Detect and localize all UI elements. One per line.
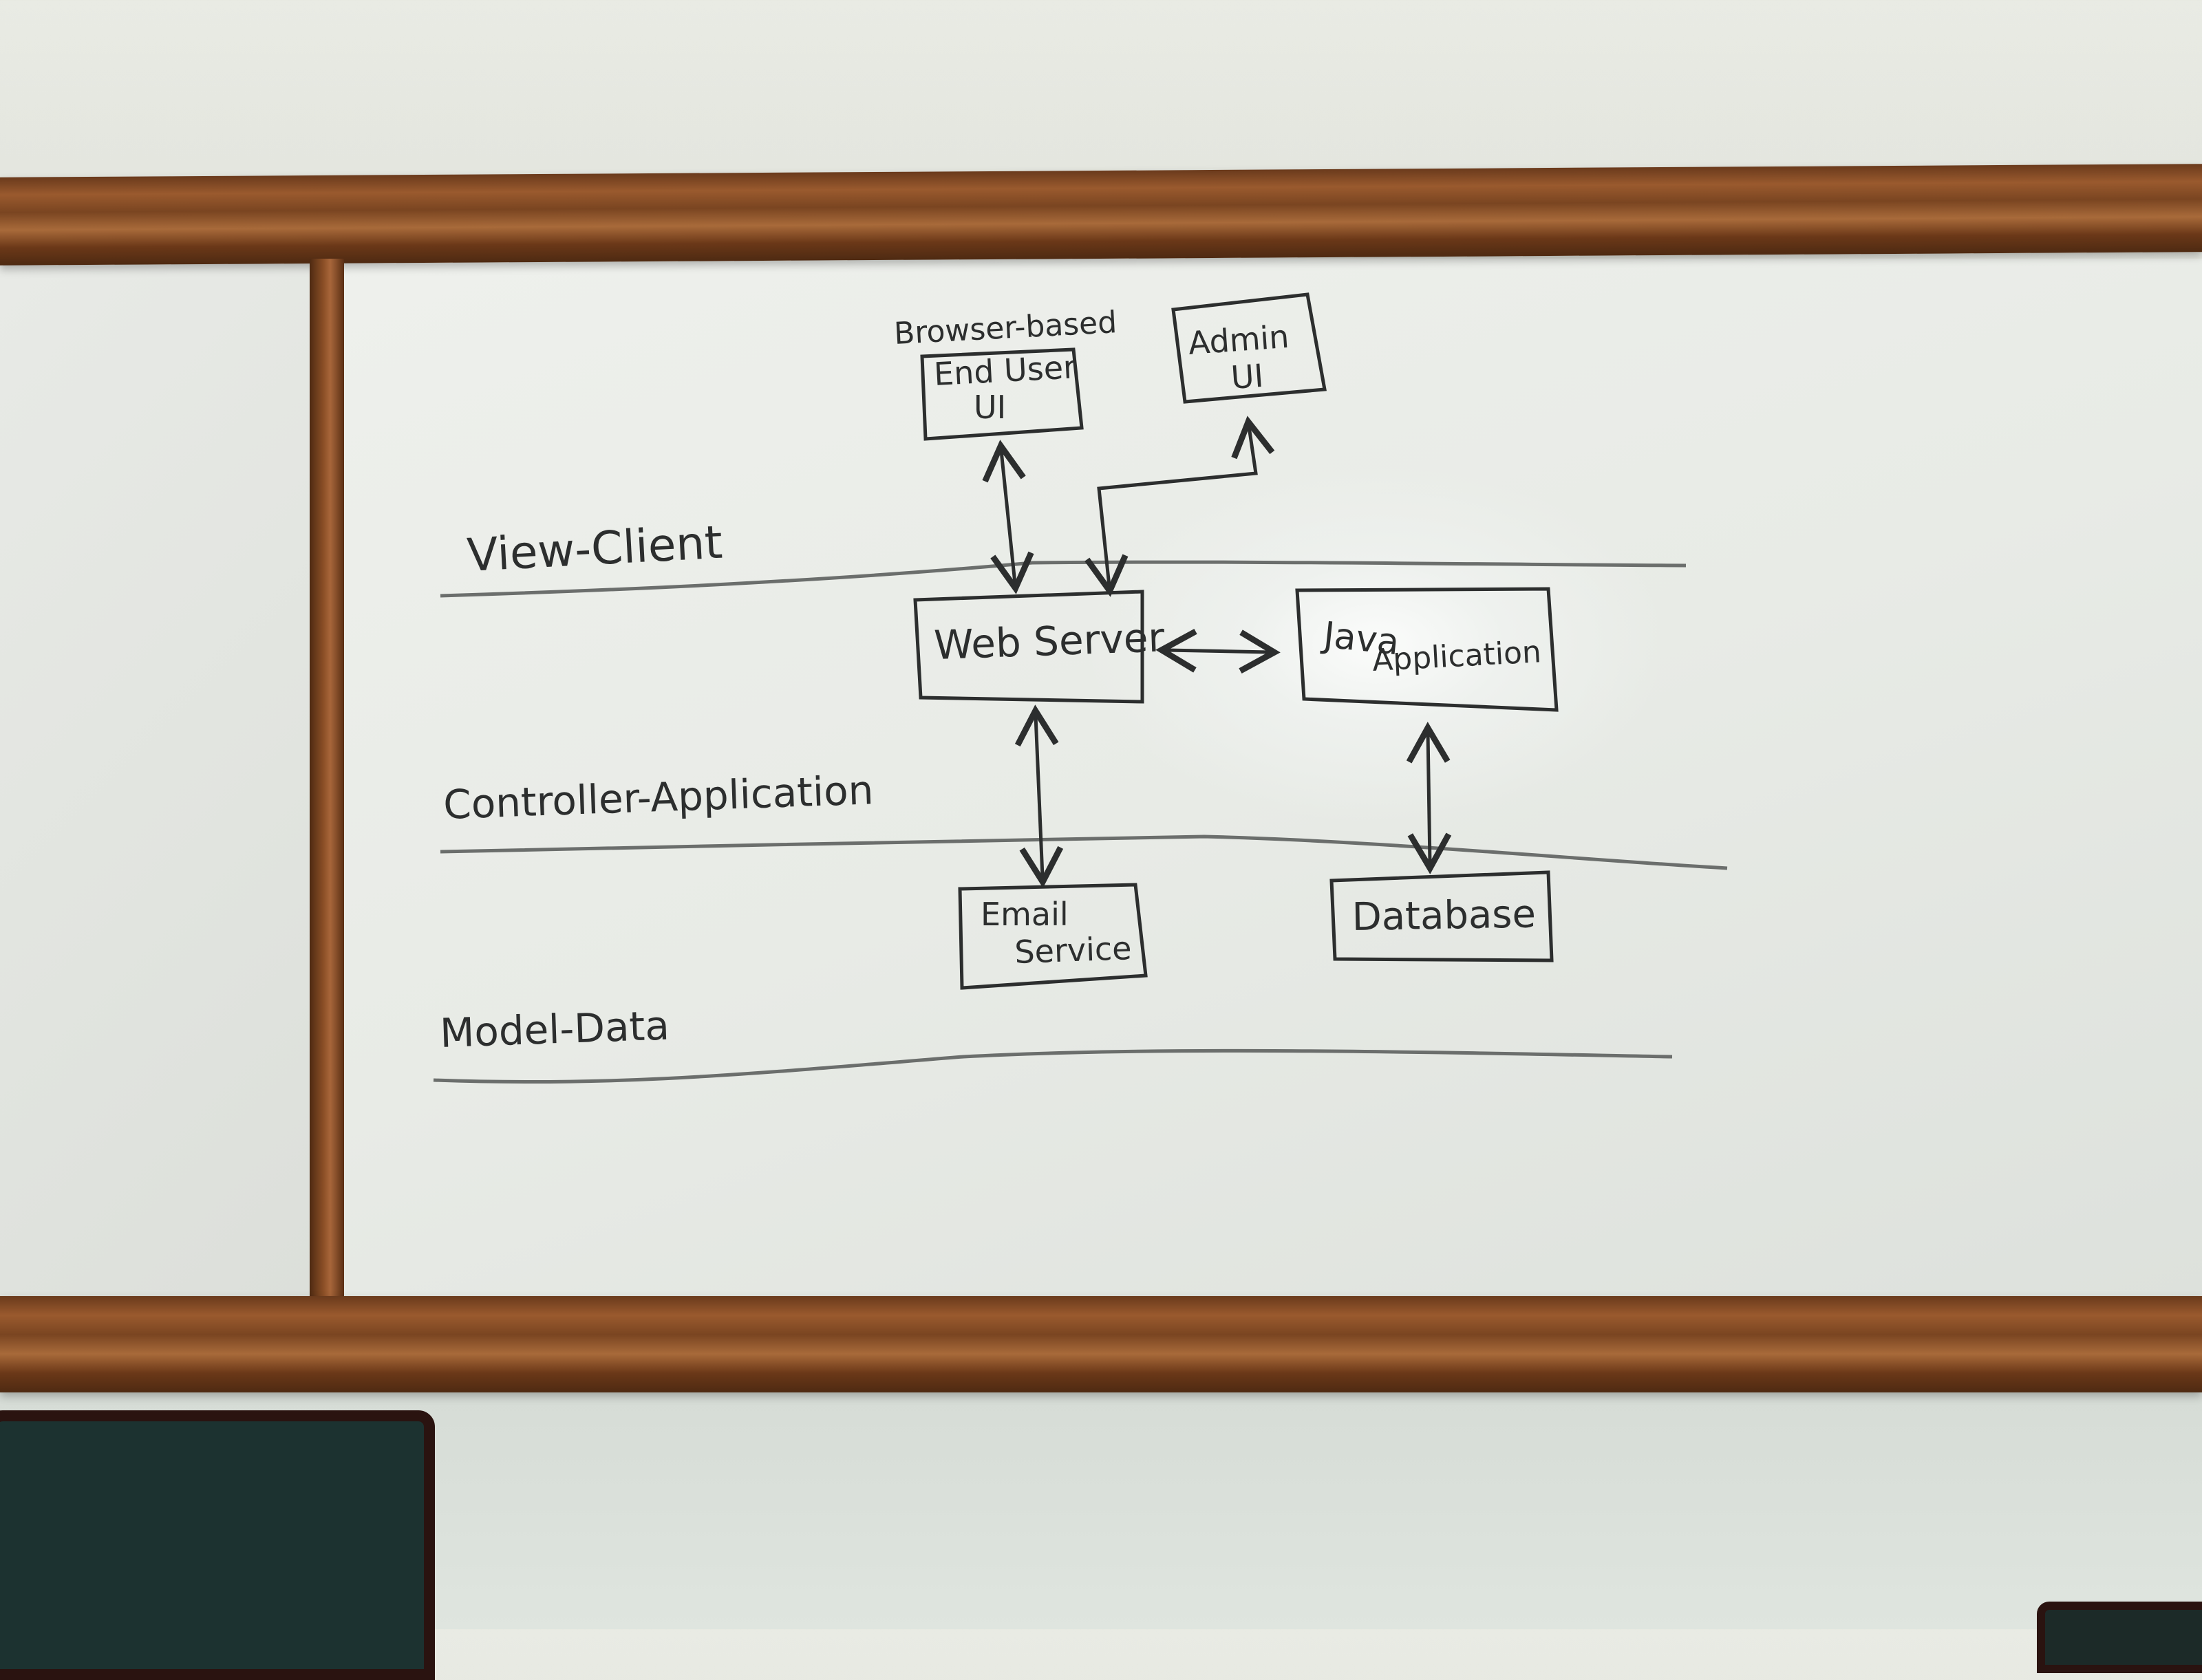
arrow-webserver-admin (1084, 416, 1275, 597)
arrow-enduser-webserver (982, 440, 1034, 594)
admin-ui-node: Admin UI (1171, 292, 1327, 404)
email-service-label-1: Email (981, 896, 1069, 933)
arrow-webserver-email (1014, 704, 1064, 888)
java-application-label-1: Java (1320, 614, 1401, 663)
end-user-ui-label-2: UI (974, 389, 1006, 426)
admin-ui-label-1: Admin (1187, 318, 1290, 362)
layer-line-model (433, 1048, 1673, 1084)
whiteboard-divider-frame (310, 259, 344, 1296)
database-node: Database (1329, 870, 1554, 962)
whiteboard-bottom-frame (0, 1296, 2202, 1392)
web-server-node: Web Server (913, 590, 1166, 704)
admin-ui-label-2: UI (1230, 357, 1265, 396)
java-application-node: Java Application (1295, 587, 1559, 712)
end-user-ui-label-1: End User (933, 348, 1078, 393)
layer-label-model: Model-Data (439, 1002, 670, 1057)
database-label: Database (1351, 892, 1536, 940)
arrow-webserver-java (1155, 629, 1281, 674)
whiteboard-left-panel (0, 259, 310, 1296)
arrow-java-database (1406, 722, 1452, 874)
email-service-label-2: Service (1014, 929, 1132, 971)
architecture-diagram: View-Client Controller-Application Model… (433, 292, 1728, 1084)
layer-label-controller: Controller-Application (442, 766, 874, 828)
web-server-label: Web Server (933, 614, 1165, 669)
email-service-node: Email Service (958, 883, 1148, 990)
browser-based-label: Browser-based (893, 305, 1118, 352)
end-user-ui-node: End User UI (920, 347, 1084, 441)
layer-line-controller (440, 834, 1728, 870)
layer-label-view: View-Client (466, 516, 724, 582)
